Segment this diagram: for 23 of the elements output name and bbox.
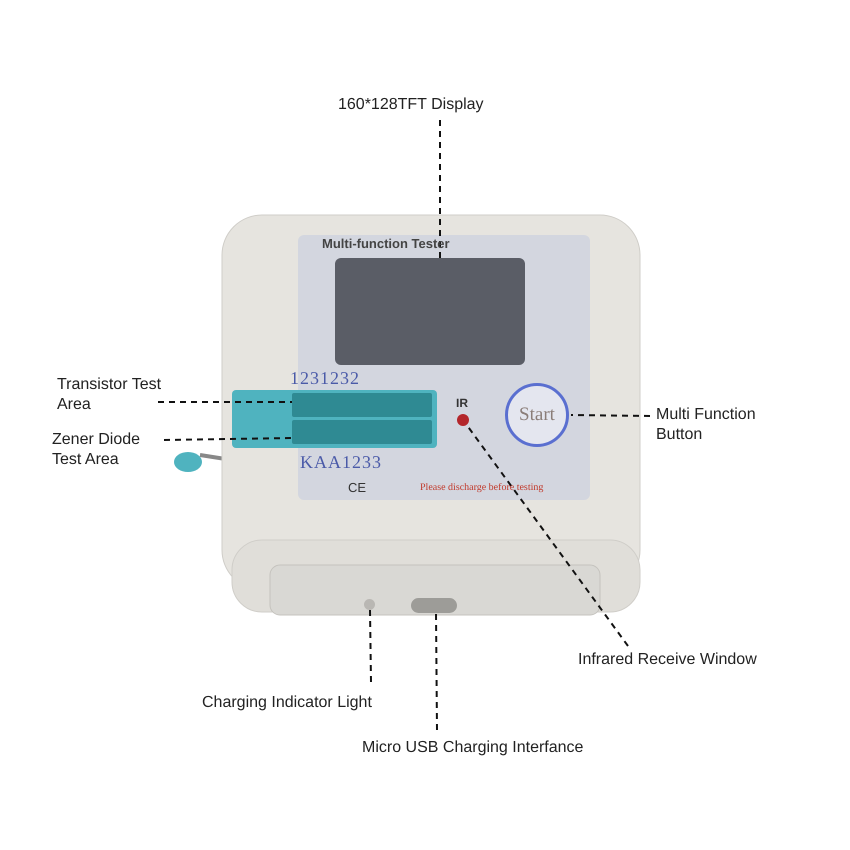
transistor-socket <box>292 393 432 417</box>
callout-label: Transistor Test Area <box>57 375 167 415</box>
leader-line <box>164 437 292 441</box>
callout-label: 160*128TFT Display <box>338 95 538 115</box>
certification-mark: CE <box>348 480 366 495</box>
callout-label: Zener Diode Test Area <box>52 430 172 470</box>
leader-line <box>570 414 650 417</box>
zener-socket <box>292 420 432 444</box>
pin-numbers: KAA1233 <box>300 452 382 473</box>
leader-line <box>439 120 441 258</box>
leader-line <box>435 612 438 730</box>
leader-line <box>369 610 372 682</box>
callout-label: Charging Indicator Light <box>202 693 432 713</box>
panel-label: IR <box>456 396 468 410</box>
callout-label: Multi Function Button <box>656 405 796 445</box>
pin-numbers: 1231232 <box>290 368 360 389</box>
callout-label: Infrared Receive Window <box>578 650 818 670</box>
leader-line <box>158 401 292 403</box>
callout-label: Micro USB Charging Interfance <box>362 738 652 758</box>
usb-port <box>411 598 457 613</box>
panel-title: Multi-function Tester <box>322 236 450 251</box>
warning-text: Please discharge before testing <box>420 482 544 493</box>
display-screen <box>335 258 525 365</box>
